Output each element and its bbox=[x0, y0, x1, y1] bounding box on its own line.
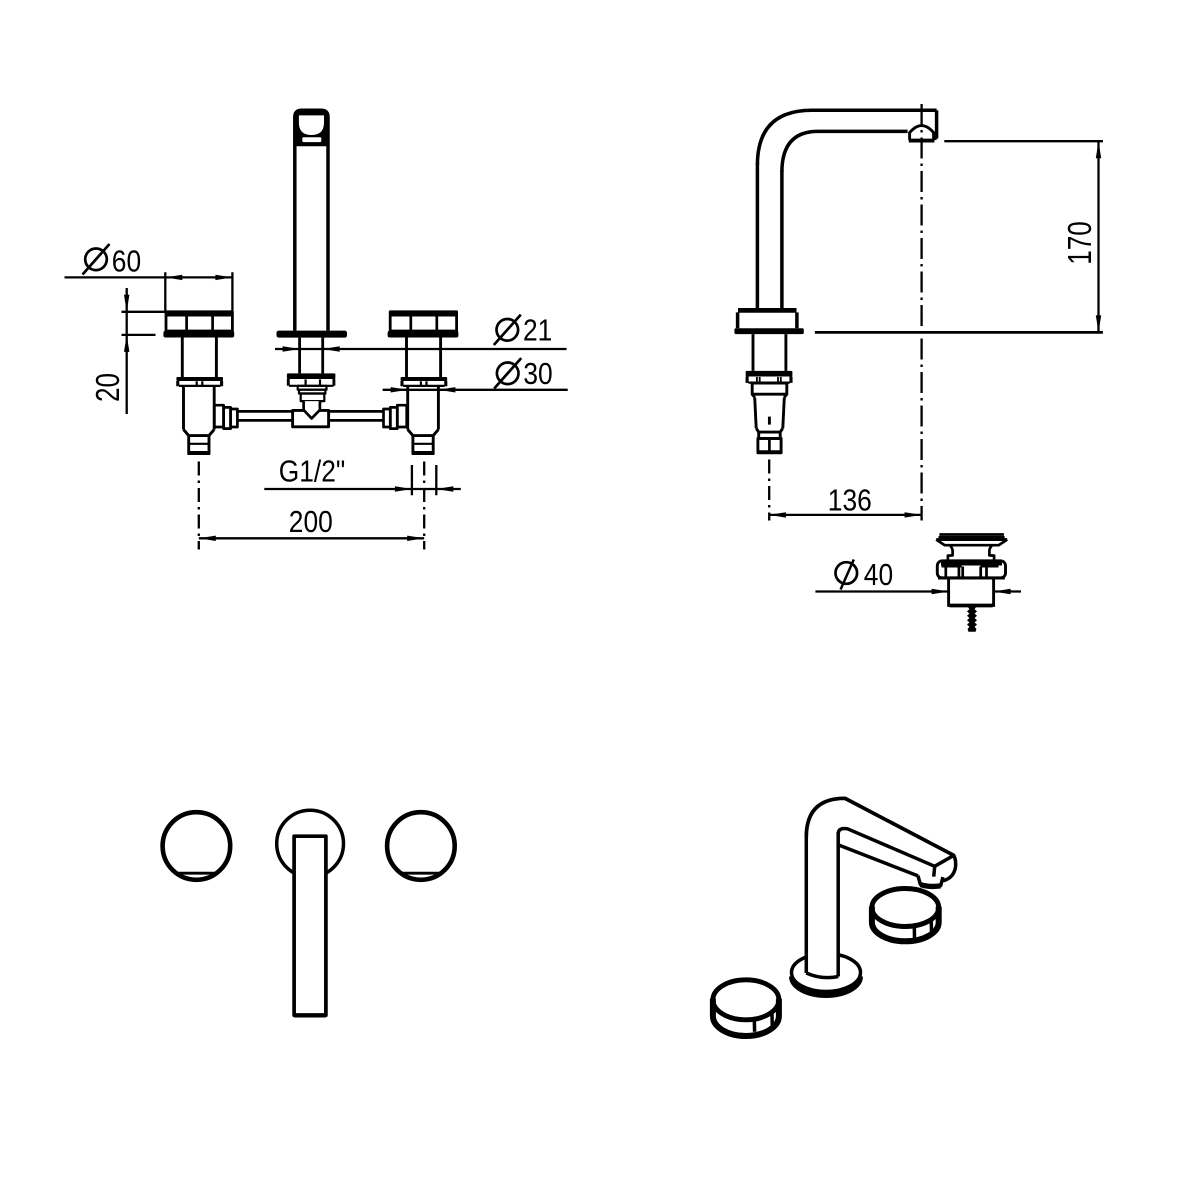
svg-text:40: 40 bbox=[864, 558, 893, 592]
svg-text:30: 30 bbox=[523, 357, 552, 391]
svg-text:60: 60 bbox=[112, 245, 141, 279]
svg-text:21: 21 bbox=[523, 314, 552, 348]
svg-text:G1/2": G1/2" bbox=[279, 455, 345, 489]
svg-text:136: 136 bbox=[828, 483, 872, 517]
svg-text:200: 200 bbox=[289, 505, 333, 539]
svg-text:20: 20 bbox=[90, 373, 127, 402]
svg-text:170: 170 bbox=[1062, 221, 1099, 265]
